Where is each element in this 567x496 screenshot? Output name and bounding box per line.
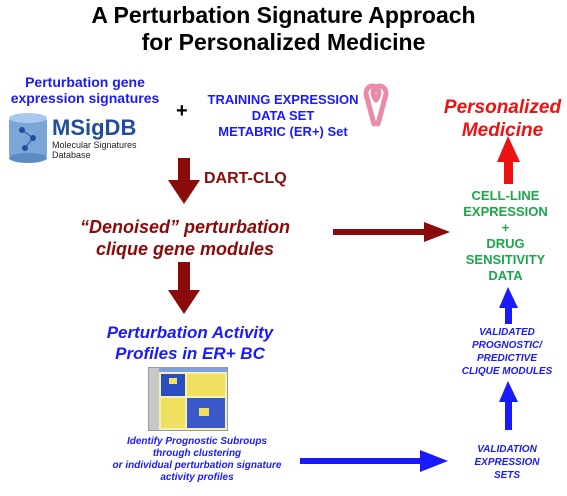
activity-line-1: Perturbation Activity: [106, 323, 274, 342]
arrow-right-validation: [300, 450, 448, 472]
cell-line-3: DRUG: [486, 236, 525, 251]
plus-sign-inputs: +: [176, 100, 188, 122]
database-icon: [9, 113, 47, 163]
denoised-modules-label: “Denoised” perturbation clique gene modu…: [70, 216, 300, 260]
arrow-up-cellline: [499, 287, 518, 324]
cell-line-4: SENSITIVITY: [465, 252, 546, 267]
heatmap-svg: [149, 368, 227, 430]
title-line-1: A Perturbation Signature Approach: [91, 2, 476, 28]
identify-line-4: activity profiles: [160, 472, 234, 483]
cell-line-data-label: CELL-LINE EXPRESSION + DRUG SENSITIVITY …: [448, 188, 563, 284]
arrow-right-cellline: [333, 222, 450, 242]
msigdb-subtitle-line-1: Molecular Signatures: [52, 140, 137, 150]
arrow-down-dart: [168, 158, 200, 204]
arrow-up-validated: [499, 381, 518, 430]
validation-sets-label: VALIDATION EXPRESSION SETS: [452, 443, 562, 482]
validated-line-1: VALIDATED: [479, 327, 535, 338]
identify-line-1: Identify Prognostic Subroups: [126, 436, 267, 447]
title-line-2: for Personalized Medicine: [141, 29, 426, 55]
identify-subgroups-label: Identify Prognostic Subroups through clu…: [92, 436, 302, 484]
signatures-label: Perturbation gene expression signatures: [10, 74, 160, 106]
denoised-line-1: “Denoised” perturbation: [79, 217, 290, 237]
training-line-3: METABRIC (ER+) Set: [218, 124, 348, 139]
training-set-label: TRAINING EXPRESSION DATA SET METABRIC (E…: [198, 92, 368, 140]
validated-line-3: PREDICTIVE: [476, 353, 537, 364]
signatures-line-2: expression signatures: [10, 90, 160, 106]
personalized-line-1: Personalized: [443, 97, 562, 118]
training-line-2: DATA SET: [251, 108, 315, 123]
activity-profiles-label: Perturbation Activity Profiles in ER+ BC: [90, 322, 290, 364]
pink-ribbon-icon: [363, 83, 389, 127]
dart-clq-label: DART-CLQ: [204, 170, 287, 187]
heatmap-thumbnail: [148, 367, 228, 431]
cell-line-2: EXPRESSION: [463, 204, 548, 219]
validated-modules-label: VALIDATED PROGNOSTIC/ PREDICTIVE CLIQUE …: [447, 326, 567, 378]
training-line-1: TRAINING EXPRESSION: [207, 92, 359, 107]
validated-line-4: CLIQUE MODULES: [461, 366, 553, 377]
msigdb-logo: MSigDB: [52, 115, 137, 140]
cell-line-5: DATA: [488, 268, 523, 283]
denoised-line-2: clique gene modules: [95, 239, 275, 259]
personalized-medicine-label: Personalized Medicine: [440, 96, 565, 142]
cell-line-1: CELL-LINE: [471, 188, 540, 203]
arrow-up-personalized: [497, 136, 520, 184]
msigdb-subtitle: Molecular Signatures Database: [52, 140, 137, 160]
validation-line-3: SETS: [493, 470, 521, 481]
validation-line-1: VALIDATION: [477, 444, 537, 455]
activity-line-2: Profiles in ER+ BC: [115, 344, 265, 363]
identify-line-3: or individual perturbation signature: [112, 460, 282, 471]
signatures-line-1: Perturbation gene: [25, 74, 145, 90]
msigdb-subtitle-line-2: Database: [52, 150, 91, 160]
validation-line-2: EXPRESSION: [474, 457, 540, 468]
personalized-line-2: Medicine: [461, 120, 544, 141]
validated-line-2: PROGNOSTIC/: [471, 340, 542, 351]
cell-line-plus: +: [501, 220, 510, 235]
arrow-down-activity: [168, 262, 200, 314]
identify-line-2: through clustering: [152, 448, 242, 459]
